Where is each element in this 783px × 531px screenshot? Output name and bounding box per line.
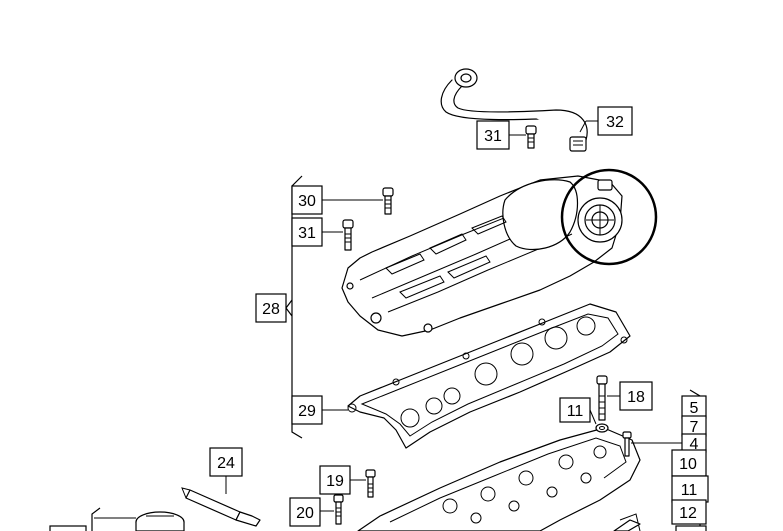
callout-24: 24 [209, 447, 243, 477]
callout-11-right: 11 [671, 475, 709, 503]
callout-19: 19 [319, 465, 351, 495]
bracket-28 [291, 175, 303, 439]
callout-20: 20 [289, 497, 321, 527]
bolt-30 [382, 187, 394, 215]
svg-text:12: 12 [679, 505, 697, 522]
svg-text:30: 30 [298, 193, 316, 210]
svg-text:32: 32 [606, 114, 624, 131]
bolt-31-side [342, 219, 354, 251]
breather-hose [440, 68, 588, 152]
valve-cover-gasket [347, 303, 631, 449]
callout-29: 29 [291, 395, 323, 425]
bolt-20 [333, 494, 344, 525]
leader-lines [94, 120, 690, 519]
callout-32: 32 [597, 106, 633, 136]
svg-text:10: 10 [679, 456, 697, 473]
svg-text:5: 5 [690, 400, 699, 417]
callout-11-mid: 11 [559, 397, 591, 423]
bracket-left-bottom [91, 507, 101, 531]
sealant-tube-24 [181, 487, 261, 527]
callout-5: 5 [681, 395, 707, 419]
bolt-31-top [525, 125, 537, 149]
oil-cap [135, 511, 185, 531]
svg-text:18: 18 [627, 389, 645, 406]
svg-text:28: 28 [262, 301, 280, 318]
bolt-4 [622, 431, 632, 457]
svg-text:31: 31 [298, 225, 316, 242]
lower-right-part [613, 519, 641, 531]
washer-11 [595, 423, 609, 433]
svg-text:20: 20 [296, 505, 314, 522]
valve-cover [341, 175, 623, 337]
callout-28: 28 [255, 293, 287, 323]
bolt-18 [596, 375, 608, 421]
svg-text:31: 31 [484, 128, 502, 145]
svg-text:29: 29 [298, 403, 316, 420]
callout-7: 7 [681, 415, 707, 437]
callout-30: 30 [291, 185, 323, 215]
svg-text:19: 19 [326, 473, 344, 490]
svg-text:7: 7 [690, 419, 699, 436]
svg-text:11: 11 [567, 403, 584, 420]
callout-31-top: 31 [476, 120, 510, 150]
callout-18: 18 [619, 381, 653, 411]
highlight-circle [560, 168, 658, 266]
callout-31-side: 31 [291, 217, 323, 247]
callout-partial-bottom-right [675, 525, 707, 531]
bolt-19 [365, 469, 376, 498]
callout-12: 12 [671, 499, 707, 525]
svg-text:24: 24 [217, 455, 235, 472]
callout-10: 10 [671, 449, 707, 477]
svg-text:11: 11 [681, 482, 698, 499]
svg-text:4: 4 [690, 436, 699, 453]
callout-partial-bottom-left [49, 525, 87, 531]
bracket-28-tick [285, 299, 293, 317]
cylinder-head [357, 427, 641, 531]
